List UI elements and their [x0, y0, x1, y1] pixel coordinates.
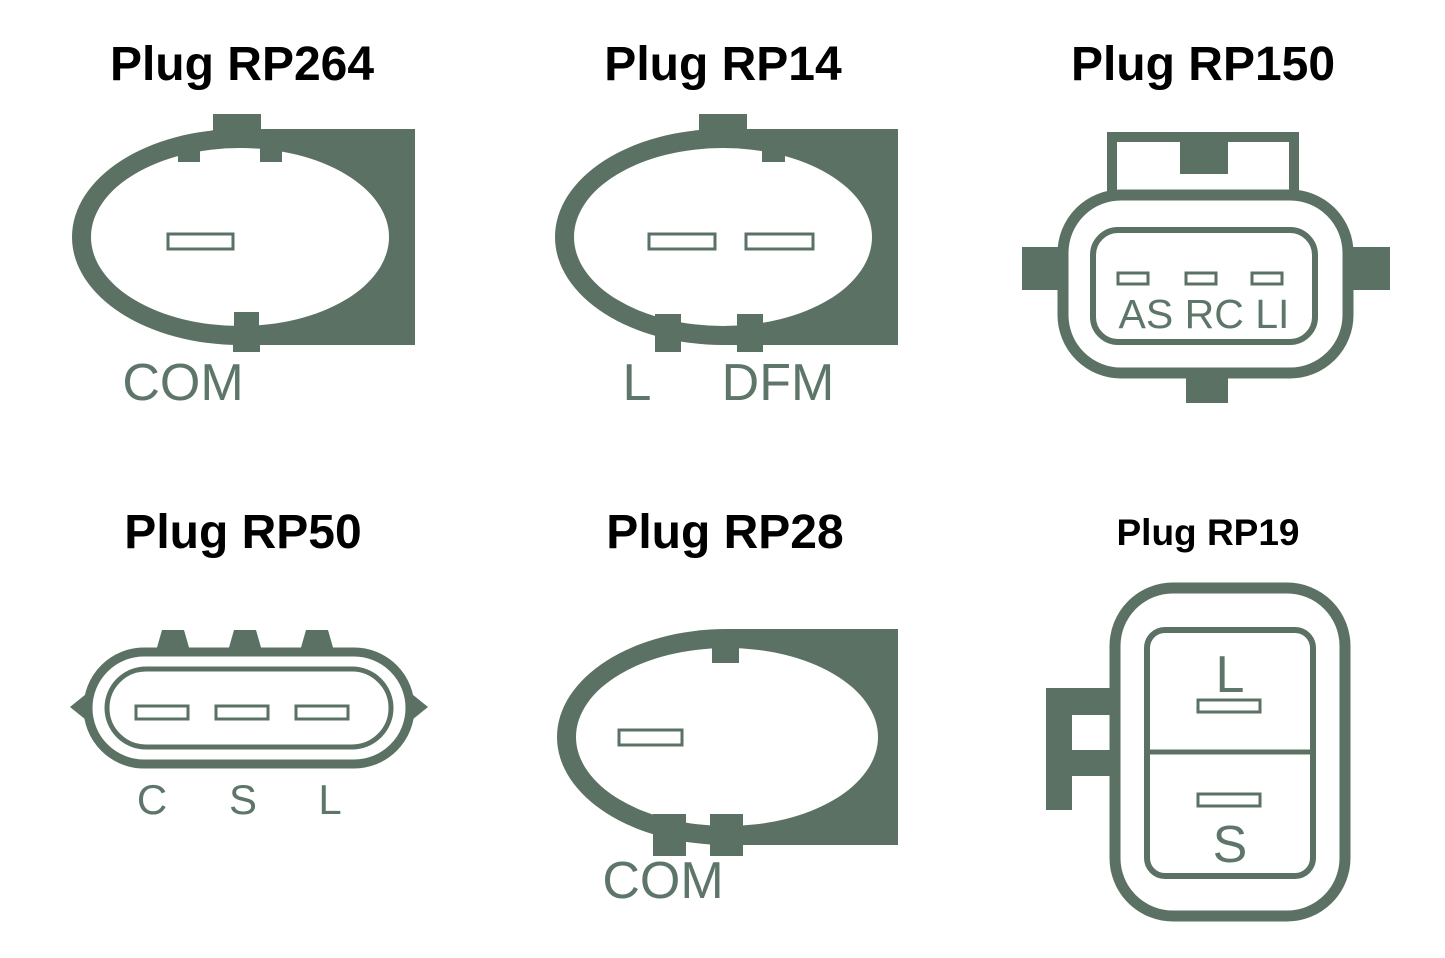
rp150-pin-labels: AS RC LI — [1119, 291, 1290, 337]
rp264-top-nub-left — [178, 146, 200, 162]
rp28-pin-slot — [617, 728, 684, 747]
rp14-pin-slot-left — [647, 232, 717, 251]
rp28-top-nub — [712, 646, 739, 663]
rp264-pin-label: COM — [122, 354, 243, 412]
rp150-title: Plug RP150 — [1071, 38, 1335, 91]
figure-rp14: Plug RP14 L DFM — [555, 38, 898, 412]
rp14-title: Plug RP14 — [604, 38, 842, 91]
rp19-pin-slot-l — [1196, 698, 1262, 714]
figure-rp28: Plug RP28 COM — [557, 506, 898, 910]
rp28-connector-drawing — [557, 629, 898, 856]
rp264-bottom-nub — [234, 312, 259, 328]
rp264-connector-drawing — [72, 114, 415, 352]
rp14-pin-slot-right — [744, 232, 815, 251]
rp50-pin-slot-c — [134, 704, 190, 721]
rp150-inner-shell — [1090, 227, 1318, 345]
rp150-pin-slot-as — [1116, 271, 1150, 286]
rp150-pin-slot-rc — [1184, 271, 1218, 286]
rp28-cavity — [576, 648, 878, 826]
rp50-connector-drawing — [70, 630, 428, 769]
rp50-pin-slot-s — [214, 704, 270, 721]
rp19-pin-label-l: L — [1216, 646, 1245, 704]
rp264-top-nub-right — [260, 146, 282, 162]
rp19-pin-slot-s — [1196, 792, 1262, 808]
rp50-title: Plug RP50 — [124, 506, 361, 559]
rp14-cavity — [574, 148, 872, 326]
rp50-pin-label-s: S — [229, 776, 257, 823]
rp264-pin-slot — [166, 232, 235, 251]
rp19-connector-drawing — [1046, 582, 1351, 922]
rp14-pin-label-dfm: DFM — [722, 354, 835, 412]
rp14-connector-drawing — [555, 114, 898, 352]
rp14-bottom-nub-right — [737, 314, 763, 328]
rp50-pin-slot-l — [294, 704, 350, 721]
rp150-connector-drawing — [1022, 132, 1390, 403]
rp14-top-nub — [762, 146, 785, 162]
rp28-pin-label: COM — [602, 852, 723, 910]
figure-rp150: Plug RP150 AS RC LI — [1022, 38, 1390, 403]
rp19-title: Plug RP19 — [1117, 512, 1300, 553]
rp19-side-bracket-bar — [1046, 688, 1072, 810]
rp28-bottom-nub-right — [710, 814, 743, 830]
rp28-title: Plug RP28 — [606, 506, 843, 559]
figure-rp50: Plug RP50 C S L — [70, 506, 428, 823]
rp264-cavity — [91, 148, 389, 326]
rp19-pin-label-s: S — [1213, 816, 1248, 874]
figure-rp19: Plug RP19 L S — [1046, 512, 1351, 922]
rp14-pin-label-l: L — [623, 354, 652, 412]
rp150-top-bracket-key — [1180, 134, 1228, 174]
figure-rp264: Plug RP264 COM — [72, 38, 415, 412]
rp150-pin-slot-li — [1250, 271, 1284, 286]
rp14-bottom-nub-left — [655, 314, 681, 328]
rp264-title: Plug RP264 — [110, 38, 374, 91]
rp50-pin-label-c: C — [137, 776, 167, 823]
rp28-bottom-nub-left — [653, 814, 686, 830]
rp50-pin-label-l: L — [318, 776, 341, 823]
